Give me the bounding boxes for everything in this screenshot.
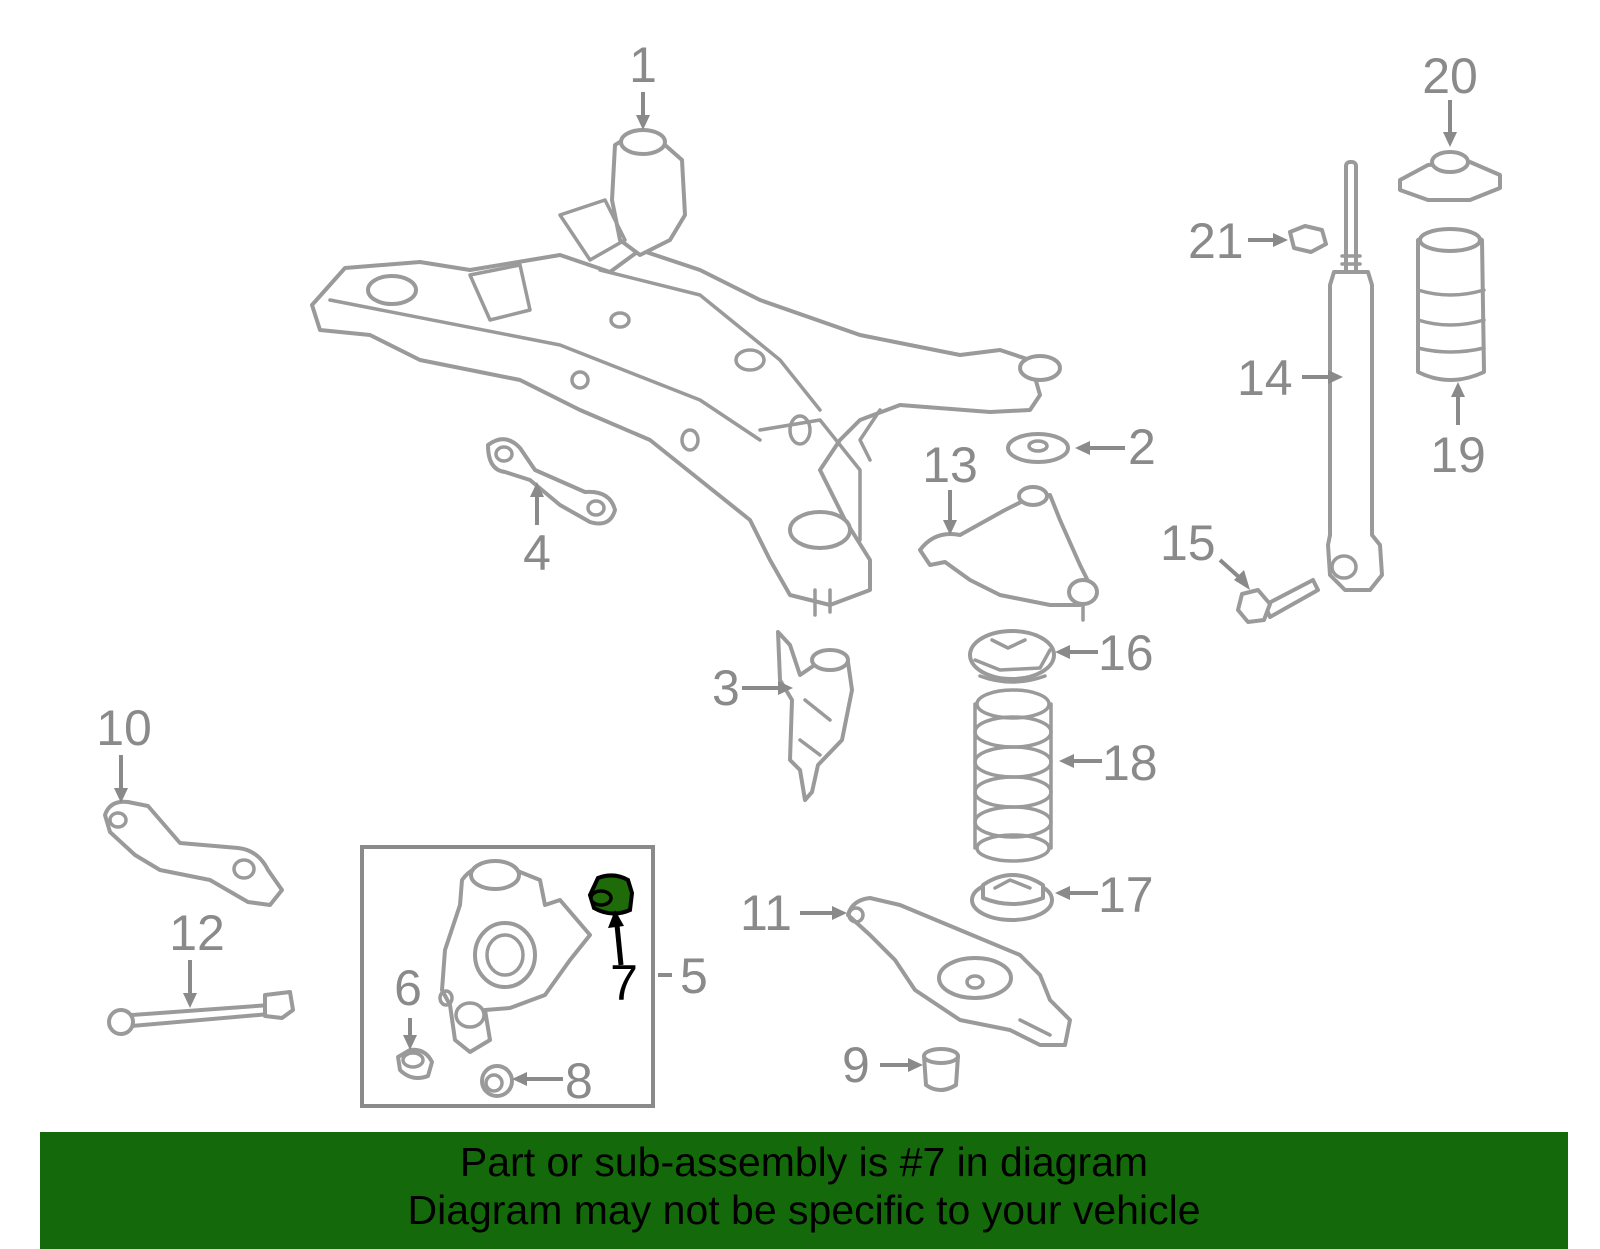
bolt-15-part <box>1236 578 1320 624</box>
nut-21-part <box>1288 224 1328 254</box>
callout-16: 16 <box>1098 625 1154 681</box>
bump-stop-19-part <box>1416 227 1486 382</box>
callout-3: 3 <box>712 660 740 716</box>
callout-1: 1 <box>629 37 657 93</box>
lateral-rod-12-part <box>107 990 295 1036</box>
crossmember-part <box>310 128 1062 617</box>
upper-link-10-part <box>103 799 284 907</box>
leader-lines <box>114 92 1465 1086</box>
knuckle-part <box>438 859 592 1054</box>
callout-17: 17 <box>1098 867 1154 923</box>
banner-line-disclaimer: Diagram may not be specific to your vehi… <box>407 1187 1201 1233</box>
callout-13: 13 <box>922 437 978 493</box>
bushing-8-part <box>480 1064 514 1098</box>
callout-9: 9 <box>842 1037 870 1093</box>
callout-15: 15 <box>1160 515 1216 571</box>
spring-seat-16-part <box>968 629 1056 684</box>
strut-mount-20-part <box>1398 150 1502 202</box>
callout-14: 14 <box>1237 350 1293 406</box>
callout-12: 12 <box>169 905 225 961</box>
rear-suspension-diagram: 1 2 3 4 5 6 7 8 9 10 11 12 13 14 15 16 1… <box>96 37 1502 1109</box>
bushing-7-highlighted-part <box>587 873 635 916</box>
callout-20: 20 <box>1422 48 1478 104</box>
callout-7-highlighted: 7 <box>610 955 638 1011</box>
washer-part <box>1006 432 1070 464</box>
callout-5: 5 <box>680 948 708 1004</box>
coil-spring-18-part <box>973 688 1053 863</box>
bracket-part <box>776 630 854 802</box>
callout-19: 19 <box>1430 427 1486 483</box>
callout-labels: 1 2 3 4 5 6 7 8 9 10 11 12 13 14 15 16 1… <box>96 37 1486 1109</box>
callout-10: 10 <box>96 700 152 756</box>
knuckle-group-box <box>360 845 655 1108</box>
callout-6: 6 <box>394 960 422 1016</box>
bump-stop-9-part <box>922 1047 960 1092</box>
link-arm-4-part <box>486 437 617 526</box>
upper-arm-13-part <box>918 485 1099 622</box>
bushing-6-part <box>396 1047 434 1080</box>
shock-absorber-14-part <box>1326 160 1384 592</box>
callout-4: 4 <box>523 525 551 581</box>
banner-line-part: Part or sub-assembly is #7 in diagram <box>459 1139 1149 1185</box>
callout-8: 8 <box>565 1053 593 1109</box>
callout-21: 21 <box>1188 213 1244 269</box>
callout-11: 11 <box>740 885 792 941</box>
callout-2: 2 <box>1128 419 1156 475</box>
part-info-banner: Part or sub-assembly is #7 in diagram Di… <box>40 1132 1568 1249</box>
lower-control-arm-11-part <box>846 896 1072 1047</box>
callout-18: 18 <box>1102 735 1158 791</box>
insulator-17-part <box>970 873 1054 922</box>
